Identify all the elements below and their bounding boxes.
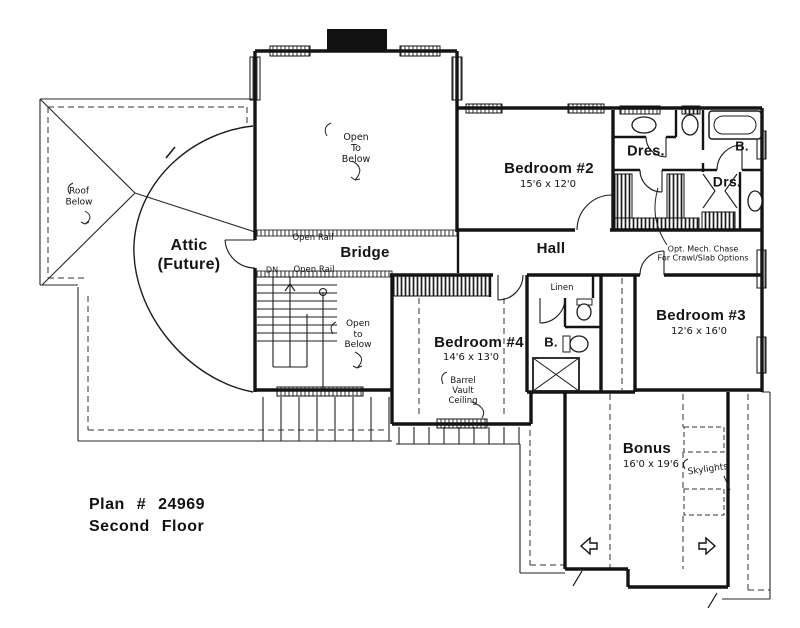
- sink: [747, 190, 763, 212]
- open-rail-upper-label: Open Rail: [292, 232, 334, 243]
- bonus-name: Bonus: [622, 440, 672, 458]
- toilet: [569, 335, 589, 353]
- open-to-below-great-room-label: Open To Below: [341, 132, 371, 166]
- leader-squiggles: [67, 122, 731, 491]
- toilet: [681, 114, 699, 136]
- floor-name: Second Floor: [89, 518, 205, 535]
- arrow-right-icon: [698, 536, 717, 556]
- closet-rod: [614, 173, 633, 219]
- staircase: [257, 276, 337, 390]
- bedroom4-dims: 14'6 x 13'0: [443, 352, 499, 364]
- mech-chase-note: Opt. Mech. Chase For Crawl/Slab Options: [657, 244, 749, 263]
- roof-outline-lines: [39, 98, 771, 600]
- closet-rod: [701, 211, 736, 231]
- attic-label: Attic (Future): [157, 237, 221, 273]
- toilet: [576, 303, 592, 321]
- open-to-below-stairwell-label: Open to Below: [344, 319, 372, 351]
- window: [681, 105, 701, 115]
- closet-rod: [666, 173, 685, 219]
- section-ticks: [572, 570, 718, 609]
- dressing-small-label: Drs.: [712, 173, 742, 190]
- door-swings: [224, 136, 743, 324]
- window: [619, 105, 661, 115]
- bath-upper-label: B.: [735, 138, 749, 154]
- dashed-roof-lines: [47, 106, 770, 591]
- shower-x: [532, 357, 580, 392]
- open-rail-upper-graphic: [256, 229, 458, 237]
- bridge-label: Bridge: [340, 244, 390, 262]
- linen-label: Linen: [550, 282, 574, 293]
- dressing-room-label: Dres.: [627, 143, 665, 160]
- bedroom4-name: Bedroom #4: [434, 334, 524, 352]
- skylight-box-2: [683, 488, 725, 516]
- toilet: [631, 116, 657, 134]
- chimney: [327, 29, 387, 51]
- skylight-box-1: [683, 426, 725, 453]
- arrow-left-icon: [579, 536, 598, 556]
- hall-label: Hall: [536, 240, 566, 258]
- partition-walls: [456, 110, 762, 329]
- bath-hall-label: B.: [544, 334, 558, 350]
- bonus-dims: 16'0 x 19'6: [623, 459, 679, 471]
- bedroom3-dims: 12'6 x 16'0: [671, 326, 727, 338]
- deck-railing-lines: [262, 397, 565, 574]
- bedroom2-name: Bedroom #2: [504, 160, 594, 178]
- bedroom3-name: Bedroom #3: [656, 307, 746, 325]
- plan-number: Plan # 24969: [89, 496, 206, 513]
- bedroom2-dims: 15'6 x 12'0: [520, 179, 576, 191]
- roof-below-label: Roof Below: [65, 186, 93, 207]
- barrel-vault-note: Barrel Vault Ceiling: [448, 375, 478, 407]
- stair-rail-newel: [318, 287, 328, 297]
- direction-arrows: [572, 536, 718, 609]
- fixtures: [532, 110, 763, 392]
- bathtub-basin: [713, 115, 757, 135]
- open-rail-lower-label: Open Rail: [293, 264, 335, 275]
- shower: [532, 357, 580, 392]
- attic-arc: [133, 125, 254, 393]
- closet-rods: [393, 173, 736, 297]
- closet-rod: [393, 275, 491, 297]
- toilet-tank: [562, 335, 571, 353]
- down-label: DN: [265, 265, 279, 275]
